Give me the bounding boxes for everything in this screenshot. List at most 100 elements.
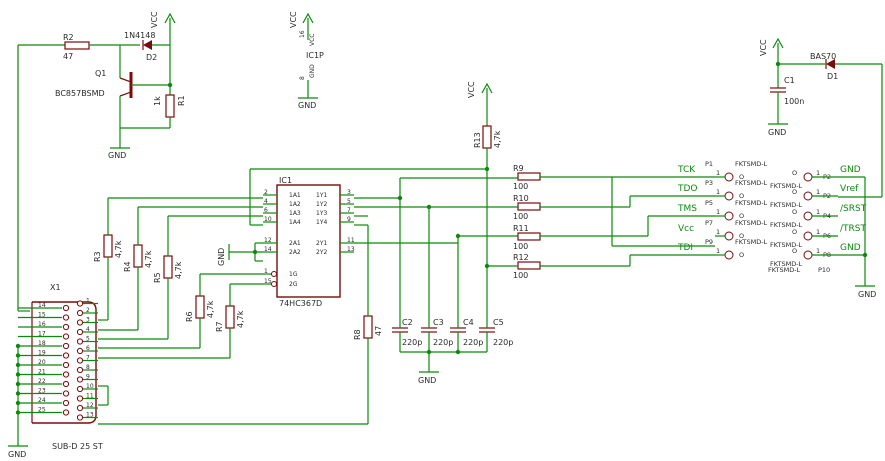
- r9-name: R9: [513, 164, 524, 173]
- header-left-pad-zero: O: [739, 192, 744, 200]
- header-right-pad-zero: O: [792, 188, 797, 196]
- x1-right-pin-number: 13: [86, 412, 94, 419]
- ic1-right-pin-number: 9: [347, 216, 351, 223]
- x1-right-pin-number: 5: [86, 336, 90, 343]
- header-left-pad-zero: O: [739, 173, 744, 181]
- cap-c3: C3 220p: [421, 318, 453, 347]
- r1-body: [165, 94, 175, 118]
- r10-name: R10: [513, 194, 529, 203]
- header-left-pad-one: 1: [716, 247, 720, 255]
- x1-right-pin: 12: [76, 402, 98, 412]
- ic1-left-pin-label: 1A2: [289, 201, 301, 208]
- x1-left-pin: 25: [15, 407, 70, 416]
- x1-right-pin: 4: [76, 326, 98, 336]
- r5-name: R5: [153, 272, 162, 283]
- ic1-name: IC1: [279, 176, 292, 185]
- x1-right-pin-number: 10: [86, 383, 94, 390]
- r1-name: R1: [177, 95, 186, 106]
- header-right-pad: [803, 172, 813, 182]
- ic1-left-pin-label: 1G: [289, 271, 298, 278]
- x1-left-pin-number: 24: [38, 397, 46, 404]
- header-right-part: FKTSMD-L: [770, 182, 803, 190]
- r8-name: R8: [353, 329, 362, 340]
- header-left-signal: TDI: [677, 243, 693, 253]
- c3-value: 220p: [433, 338, 453, 347]
- c1-value: 100n: [784, 97, 804, 106]
- ic1-left-pin-label: 1A3: [289, 210, 301, 217]
- x1-right-pin-number: 11: [86, 393, 94, 400]
- ic1-left-pin-label: 2A1: [289, 240, 301, 247]
- cap-c5: C5 220p: [479, 318, 513, 347]
- r7-body: [225, 305, 235, 329]
- header-right-pad-zero: O: [792, 208, 797, 216]
- x1-right-pin: 1: [76, 298, 98, 307]
- c3-name: C3: [433, 318, 444, 327]
- x1-left-pin-number: 22: [38, 378, 46, 385]
- ic1-2g-inversion: [271, 281, 277, 287]
- r8-body: [363, 315, 373, 339]
- x1-left-pin: 23: [15, 388, 70, 397]
- gnd-label-x1: GND: [8, 450, 26, 459]
- r5-body: [163, 255, 173, 279]
- header-bottom-part: FKTSMD-L: [768, 266, 801, 274]
- ic1-right-pin-number: 7: [347, 207, 351, 214]
- d2-value: 1N4148: [124, 31, 155, 40]
- x1-left-pin-number: 14: [38, 302, 46, 309]
- ic1-left-pin-label: 2A2: [289, 249, 301, 256]
- x1-left-pin: 16: [18, 321, 70, 331]
- r12-body: [517, 261, 541, 270]
- ic1-left-pin-number: 4: [264, 198, 268, 205]
- header-right-pad-one: 1: [816, 247, 820, 255]
- r13-value: 4,7k: [493, 130, 502, 148]
- r5-value: 4,7k: [174, 261, 183, 279]
- vref-section: VCC C1 100n GND BAS70 D1: [759, 37, 883, 197]
- x1-right-pin: 8: [76, 364, 98, 374]
- x1-left-pin: 14: [18, 302, 70, 312]
- x1-right-pin: 3: [76, 317, 98, 326]
- x1-right-pin-number: 1: [86, 298, 90, 305]
- header-left-pad: [724, 172, 734, 182]
- header-right-pad: [803, 191, 813, 201]
- header-right-part: FKTSMD-L: [770, 260, 803, 268]
- header-right-signal: /TRST: [840, 224, 866, 234]
- x1-left-pin: 20: [15, 359, 70, 369]
- x1-right-pin-number: 2: [86, 307, 90, 314]
- header-right-pad-one: 1: [816, 169, 820, 177]
- r10-value: 100: [513, 212, 528, 221]
- r13-body: [482, 125, 492, 149]
- x1-left-pin-number: 17: [38, 331, 46, 338]
- r12-name: R12: [513, 253, 529, 262]
- header-left-pad-one: 1: [716, 169, 720, 177]
- x1-subd25: X1 SUB-D 25 ST 1415161718192021222324251…: [15, 283, 103, 451]
- x1-right-pin-number: 4: [86, 326, 90, 333]
- header-right-pad: [803, 250, 813, 260]
- header-left-part: FKTSMD-L: [735, 160, 768, 168]
- c2-value: 220p: [402, 338, 422, 347]
- net-wires: GND: [8, 45, 882, 459]
- cap-c2: C2 220p: [392, 318, 422, 347]
- header-left-pin-number: P9: [705, 238, 713, 246]
- ic1-right-pin-number: 5: [347, 198, 351, 205]
- ic1-left-pin: 4 1A2: [263, 198, 301, 208]
- r6-name: R6: [185, 311, 194, 322]
- r6-body: [195, 295, 205, 319]
- header-left-pin-number: P7: [705, 219, 713, 227]
- r4-body: [133, 244, 143, 268]
- ic1p-power-block: VCC 16 VCC IC1P GND 8 GND: [289, 11, 324, 110]
- x1-right-pin: 11: [76, 393, 98, 402]
